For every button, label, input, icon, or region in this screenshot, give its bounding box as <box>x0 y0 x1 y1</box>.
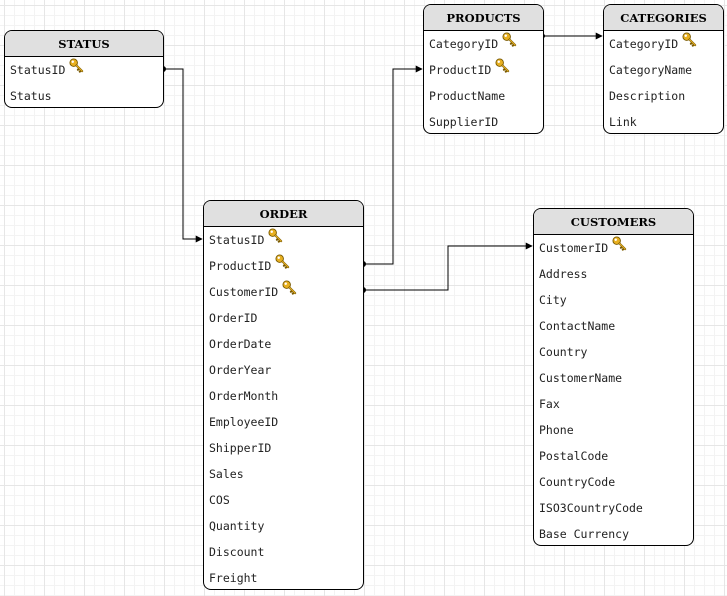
customers-field-countrycode[interactable]: CountryCode <box>534 469 693 495</box>
customers-field-customername[interactable]: CustomerName <box>534 365 693 391</box>
order-field-cos[interactable]: COS <box>204 487 363 513</box>
field-name: CustomerID <box>209 285 279 299</box>
field-name: Fax <box>539 397 560 411</box>
order-field-freight[interactable]: Freight <box>204 565 363 589</box>
status-table-title: STATUS <box>5 31 163 57</box>
products-field-productid[interactable]: ProductID <box>424 57 543 83</box>
connector-products-categories[interactable] <box>541 32 603 40</box>
field-name: OrderMonth <box>209 389 279 403</box>
customers-field-city[interactable]: City <box>534 287 693 313</box>
field-name: Base Currency <box>539 527 630 541</box>
products-field-supplierid[interactable]: SupplierID <box>424 109 543 133</box>
categories-field-categoryid[interactable]: CategoryID <box>604 31 723 57</box>
field-name: ISO3CountryCode <box>539 501 643 515</box>
order-field-quantity[interactable]: Quantity <box>204 513 363 539</box>
field-name: OrderYear <box>209 363 272 377</box>
categories-table-title: CATEGORIES <box>604 5 723 31</box>
customers-field-iso3countrycode[interactable]: ISO3CountryCode <box>534 495 693 521</box>
customers-table-title: CUSTOMERS <box>534 209 693 235</box>
field-name: ProductID <box>429 63 492 77</box>
field-name: Discount <box>209 545 265 559</box>
field-name: ProductID <box>209 259 272 273</box>
field-name: EmployeeID <box>209 415 279 429</box>
order-field-customerid[interactable]: CustomerID <box>204 279 363 305</box>
field-name: Address <box>539 267 588 281</box>
field-name: Link <box>609 115 637 129</box>
categories-field-categoryname[interactable]: CategoryName <box>604 57 723 83</box>
customers-field-customerid[interactable]: CustomerID <box>534 235 693 261</box>
key-icon <box>495 56 510 82</box>
field-name: CategoryName <box>609 63 693 77</box>
order-field-discount[interactable]: Discount <box>204 539 363 565</box>
order-table[interactable]: ORDER StatusID ProductID CustomerID OrderID… <box>203 200 364 590</box>
customers-field-contactname[interactable]: ContactName <box>534 313 693 339</box>
key-icon <box>69 56 84 82</box>
customers-field-address[interactable]: Address <box>534 261 693 287</box>
field-name: CustomerID <box>539 241 609 255</box>
customers-field-phone[interactable]: Phone <box>534 417 693 443</box>
field-name: PostalCode <box>539 449 609 463</box>
field-name: ShipperID <box>209 441 272 455</box>
order-table-title: ORDER <box>204 201 363 227</box>
order-field-orderyear[interactable]: OrderYear <box>204 357 363 383</box>
key-icon <box>612 234 627 260</box>
products-field-categoryid[interactable]: CategoryID <box>424 31 543 57</box>
connector-order-products[interactable] <box>360 65 423 267</box>
customers-field-country[interactable]: Country <box>534 339 693 365</box>
status-table[interactable]: STATUS StatusID Status <box>4 30 164 108</box>
field-name: Status <box>10 89 52 103</box>
field-name: Country <box>539 345 588 359</box>
connector-status-order[interactable] <box>160 66 203 243</box>
field-name: CategoryID <box>609 37 679 51</box>
field-name: OrderDate <box>209 337 272 351</box>
order-field-sales[interactable]: Sales <box>204 461 363 487</box>
order-field-ordermonth[interactable]: OrderMonth <box>204 383 363 409</box>
order-field-productid[interactable]: ProductID <box>204 253 363 279</box>
key-icon <box>282 278 297 304</box>
customers-field-base-currency[interactable]: Base Currency <box>534 521 693 545</box>
field-name: Freight <box>209 571 258 585</box>
field-name: CountryCode <box>539 475 616 489</box>
order-field-orderdate[interactable]: OrderDate <box>204 331 363 357</box>
field-name: ProductName <box>429 89 506 103</box>
products-field-productname[interactable]: ProductName <box>424 83 543 109</box>
key-icon <box>268 226 283 252</box>
customers-field-fax[interactable]: Fax <box>534 391 693 417</box>
order-field-shipperid[interactable]: ShipperID <box>204 435 363 461</box>
products-table-title: PRODUCTS <box>424 5 543 31</box>
categories-field-link[interactable]: Link <box>604 109 723 133</box>
status-field-status[interactable]: Status <box>5 83 163 107</box>
key-icon <box>682 30 697 56</box>
field-name: City <box>539 293 567 307</box>
field-name: StatusID <box>209 233 265 247</box>
categories-field-description[interactable]: Description <box>604 83 723 109</box>
field-name: Quantity <box>209 519 265 533</box>
field-name: Sales <box>209 467 244 481</box>
customers-field-postalcode[interactable]: PostalCode <box>534 443 693 469</box>
status-field-statusid[interactable]: StatusID <box>5 57 163 83</box>
field-name: Description <box>609 89 686 103</box>
order-field-employeeid[interactable]: EmployeeID <box>204 409 363 435</box>
connector-order-customers[interactable] <box>360 242 533 293</box>
field-name: OrderID <box>209 311 258 325</box>
field-name: CustomerName <box>539 371 623 385</box>
key-icon <box>502 30 517 56</box>
order-field-statusid[interactable]: StatusID <box>204 227 363 253</box>
field-name: COS <box>209 493 230 507</box>
field-name: Phone <box>539 423 574 437</box>
field-name: CategoryID <box>429 37 499 51</box>
field-name: SupplierID <box>429 115 499 129</box>
order-field-orderid[interactable]: OrderID <box>204 305 363 331</box>
field-name: StatusID <box>10 63 66 77</box>
key-icon <box>275 252 290 278</box>
field-name: ContactName <box>539 319 616 333</box>
